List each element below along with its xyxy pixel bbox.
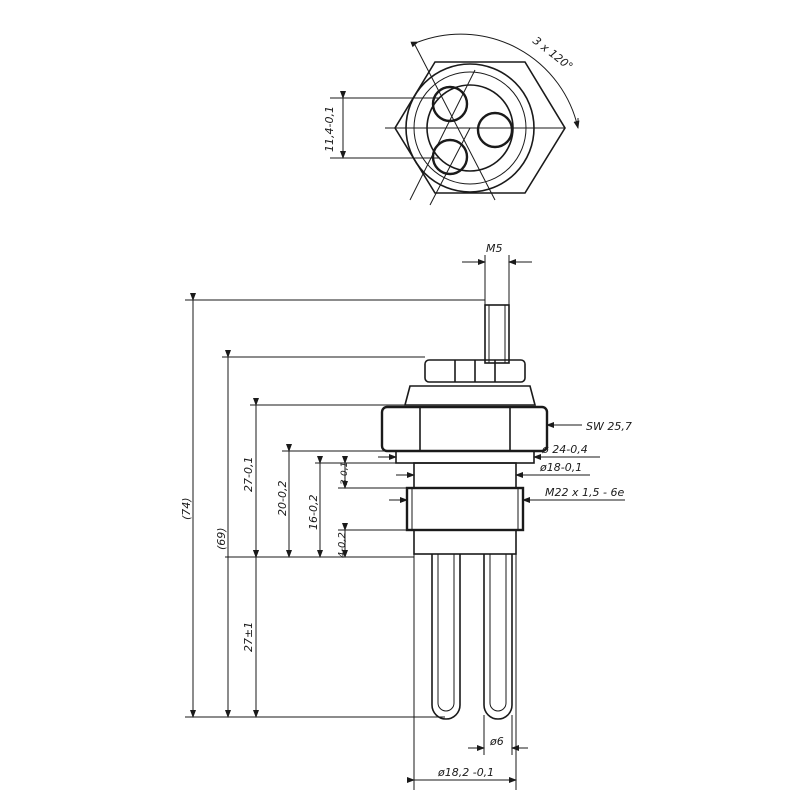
hole-2 xyxy=(431,138,469,176)
len-16: 16-0,2 xyxy=(307,495,320,530)
thread-m22: M22 x 1,5 - 6e xyxy=(545,486,624,499)
len-74: (74) xyxy=(180,497,193,520)
sensor-tube-right xyxy=(483,554,513,720)
dia-24: ø 24-0,4 xyxy=(541,443,588,456)
len-3: 3-0,1 xyxy=(340,462,350,485)
dia-6: ø6 xyxy=(489,735,504,748)
height-label: 11,4-0,1 xyxy=(323,106,336,152)
hole-1 xyxy=(431,85,469,123)
len-27-top: 27-0,1 xyxy=(242,457,255,492)
len-27-bottom: 27±1 xyxy=(242,622,255,652)
len-4: 4-0,2 xyxy=(337,532,348,558)
top-view: 3 x 120° 11,4-0,1 xyxy=(323,33,580,206)
hex-nut xyxy=(380,405,549,453)
sensor-tube-left xyxy=(431,554,461,720)
m22-thread xyxy=(405,486,525,532)
dia-18: ø18-0,1 xyxy=(539,461,582,474)
hole-3 xyxy=(476,111,514,149)
angle-label: 3 x 120° xyxy=(530,34,575,73)
thread-m5: M5 xyxy=(486,242,503,255)
wrench-size: SW 25,7 xyxy=(586,420,632,433)
len-20: 20-0,2 xyxy=(276,481,289,516)
len-69: (69) xyxy=(215,527,228,550)
angle-arc xyxy=(410,33,580,129)
dia-18-2: ø18,2 -0,1 xyxy=(437,766,494,779)
side-view: (74) (69) 27-0,1 20-0,2 16-0,2 3-0,1 4-0… xyxy=(180,242,632,790)
m5-stud xyxy=(484,304,510,364)
